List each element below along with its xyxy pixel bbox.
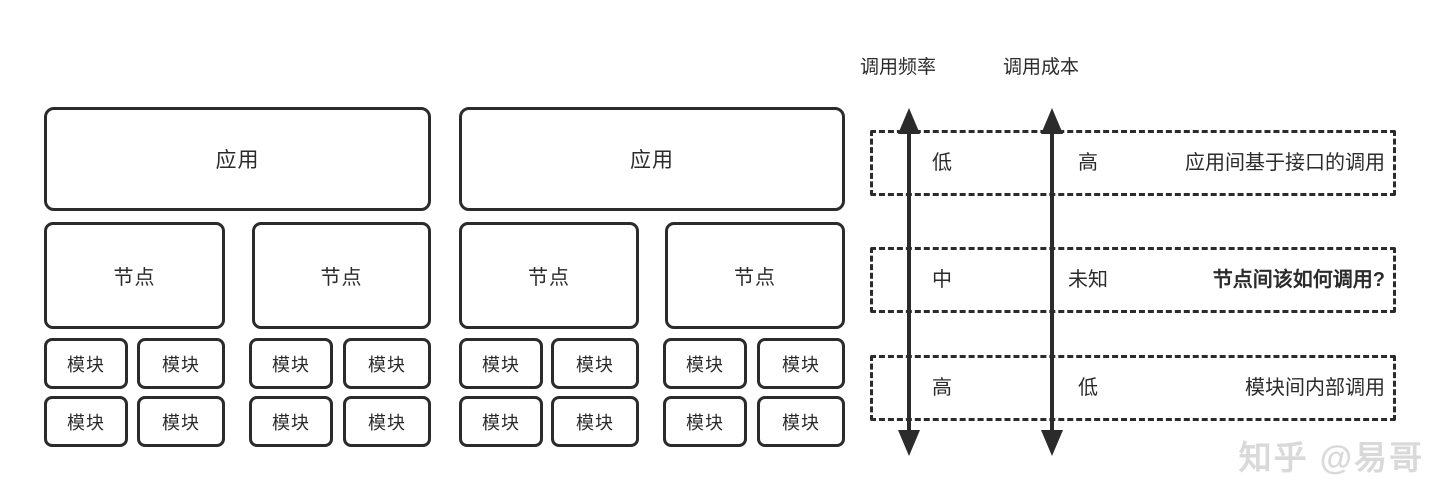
node-box: 节点 — [665, 222, 845, 329]
application-box: 应用 — [44, 107, 431, 211]
cell-description: 模块间内部调用 — [1245, 377, 1385, 399]
comparison-row — [870, 355, 1396, 421]
comparison-row — [870, 130, 1396, 196]
module-box: 模块 — [343, 396, 431, 447]
watermark: 知乎 @易哥 — [1238, 439, 1424, 476]
module-box: 模块 — [459, 338, 543, 389]
call-cost-axis-arrow — [1041, 108, 1063, 456]
column-header-call-cost: 调用成本 — [1003, 57, 1080, 78]
comparison-row — [870, 247, 1396, 313]
module-box: 模块 — [137, 396, 225, 447]
module-box: 模块 — [459, 396, 543, 447]
cell-cost: 低 — [1078, 377, 1098, 399]
node-box: 节点 — [252, 222, 431, 329]
module-box: 模块 — [663, 396, 747, 447]
module-box: 模块 — [343, 338, 431, 389]
module-box: 模块 — [551, 338, 639, 389]
module-box: 模块 — [249, 396, 333, 447]
module-box: 模块 — [44, 396, 128, 447]
node-box: 节点 — [459, 222, 639, 329]
module-box: 模块 — [249, 338, 333, 389]
cell-cost: 未知 — [1068, 269, 1108, 291]
module-box: 模块 — [757, 338, 845, 389]
cell-frequency: 高 — [932, 377, 952, 399]
module-box: 模块 — [137, 338, 225, 389]
cell-frequency: 中 — [932, 269, 952, 291]
cell-frequency: 低 — [932, 152, 952, 174]
cell-description: 节点间该如何调用? — [1212, 269, 1385, 291]
cell-description: 应用间基于接口的调用 — [1185, 152, 1385, 174]
call-frequency-axis-arrow — [898, 108, 920, 456]
application-box: 应用 — [459, 107, 845, 211]
node-box: 节点 — [44, 222, 225, 329]
module-box: 模块 — [551, 396, 639, 447]
module-box: 模块 — [757, 396, 845, 447]
column-header-call-frequency: 调用频率 — [860, 57, 937, 78]
cell-cost: 高 — [1078, 152, 1098, 174]
module-box: 模块 — [44, 338, 128, 389]
module-box: 模块 — [663, 338, 747, 389]
